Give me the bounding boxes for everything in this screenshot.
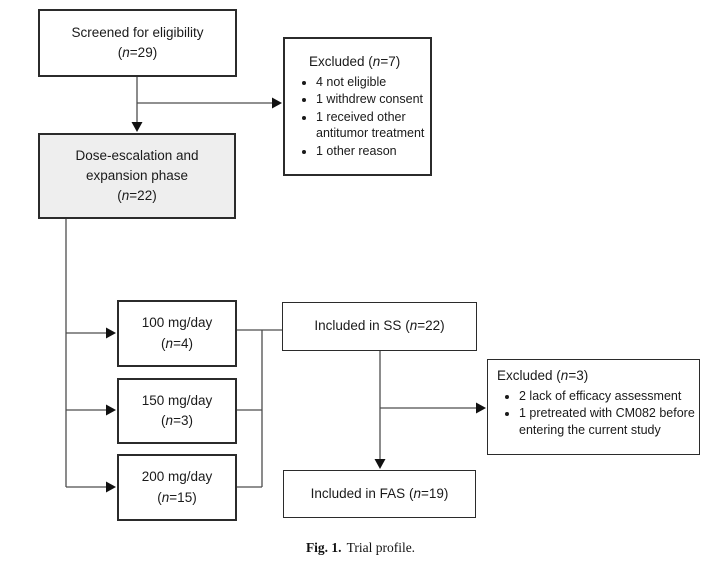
list-item: 1 withdrew consent — [316, 91, 426, 108]
excluded-screening-title: Excluded (n=7) — [309, 53, 426, 71]
box-dose-phase-line2: expansion phase — [85, 167, 189, 183]
count-open: ( — [401, 318, 410, 334]
box-dose-phase: Dose-escalation and expansion phase (n=2… — [38, 133, 236, 219]
list-item: 1 pretreated with CM082 before entering … — [519, 405, 695, 438]
title-text: Excluded — [497, 368, 553, 383]
box-excluded-screening: Excluded (n=7) 4 not eligible 1 withdrew… — [283, 37, 432, 176]
count-n: n — [413, 485, 421, 501]
arrowhead-into-100 — [106, 327, 116, 339]
box-included-fas-text: Included in FAS (n=19) — [311, 484, 449, 504]
count-n: n — [161, 489, 170, 505]
box-screened-count: (n=29) — [118, 43, 157, 63]
box-excluded-analysis: Excluded (n=3) 2 lack of efficacy assess… — [487, 359, 700, 455]
count-open: ( — [161, 413, 166, 428]
count-n: n — [165, 413, 174, 428]
box-dose-200-title: 200 mg/day — [141, 469, 213, 485]
count-rest: =4) — [173, 335, 193, 351]
box-dose-150-title: 150 mg/day — [141, 392, 213, 408]
list-item: 1 received other antitumor treatment — [316, 109, 426, 142]
caption-label: Fig. 1. — [305, 540, 342, 555]
count-n: n — [372, 53, 381, 69]
count-rest: =19) — [420, 485, 449, 501]
arrowhead-into-fas — [374, 459, 386, 469]
count-rest: =3) — [173, 413, 193, 428]
count-rest: =22) — [129, 188, 157, 204]
caption-text: Trial profile. — [346, 540, 416, 555]
count-rest: =7) — [380, 53, 401, 69]
count-open: ( — [117, 188, 122, 204]
arrowhead-into-excluded3 — [476, 402, 486, 414]
box-dose-100-title: 100 mg/day — [141, 315, 213, 331]
box-included-fas: Included in FAS (n=19) — [283, 470, 476, 518]
count-rest: =15) — [169, 489, 197, 505]
list-item: 1 other reason — [316, 143, 426, 160]
figure-caption: Fig. 1. Trial profile. — [0, 540, 721, 556]
box-dose-phase-count: (n=22) — [117, 186, 156, 206]
excluded-analysis-title: Excluded (n=3) — [497, 367, 695, 385]
list-item: 4 not eligible — [316, 74, 426, 91]
arrowhead-into-200 — [106, 481, 116, 493]
box-dose-100: 100 mg/day (n=4) — [117, 300, 237, 367]
count-rest: =29) — [129, 45, 158, 60]
count-n: n — [560, 368, 569, 383]
fas-text: Included in FAS — [310, 485, 406, 501]
count-n: n — [165, 335, 174, 351]
box-dose-150: 150 mg/day (n=3) — [117, 378, 237, 444]
count-n: n — [409, 318, 418, 334]
count-rest: =22) — [417, 318, 445, 334]
box-screened-title: Screened for eligibility — [71, 24, 204, 40]
count-open: ( — [552, 368, 561, 383]
list-item: 2 lack of efficacy assessment — [519, 388, 695, 405]
arrowhead-into-excluded7 — [272, 97, 282, 109]
count-n: n — [121, 188, 130, 204]
arrowhead-into-phase — [131, 122, 143, 132]
count-open: ( — [117, 45, 123, 60]
count-open: ( — [161, 335, 166, 351]
box-dose-150-count: (n=3) — [161, 411, 193, 431]
box-included-ss: Included in SS (n=22) — [282, 302, 477, 351]
box-dose-200: 200 mg/day (n=15) — [117, 454, 237, 521]
count-open: ( — [364, 53, 373, 69]
box-screened: Screened for eligibility (n=29) — [38, 9, 237, 77]
excluded-analysis-list: 2 lack of efficacy assessment 1 pretreat… — [492, 387, 695, 440]
box-dose-200-count: (n=15) — [157, 488, 196, 508]
count-n: n — [122, 45, 130, 60]
excluded-screening-list: 4 not eligible 1 withdrew consent 1 rece… — [289, 73, 426, 161]
count-rest: =3) — [568, 368, 589, 383]
title-text: Excluded — [309, 53, 365, 69]
box-dose-phase-line1: Dose-escalation and — [75, 147, 199, 163]
count-open: ( — [157, 489, 162, 505]
box-included-ss-text: Included in SS (n=22) — [314, 316, 444, 336]
count-open: ( — [405, 485, 414, 501]
ss-text: Included in SS — [314, 318, 402, 334]
arrowhead-into-150 — [106, 404, 116, 416]
box-dose-100-count: (n=4) — [161, 334, 193, 354]
